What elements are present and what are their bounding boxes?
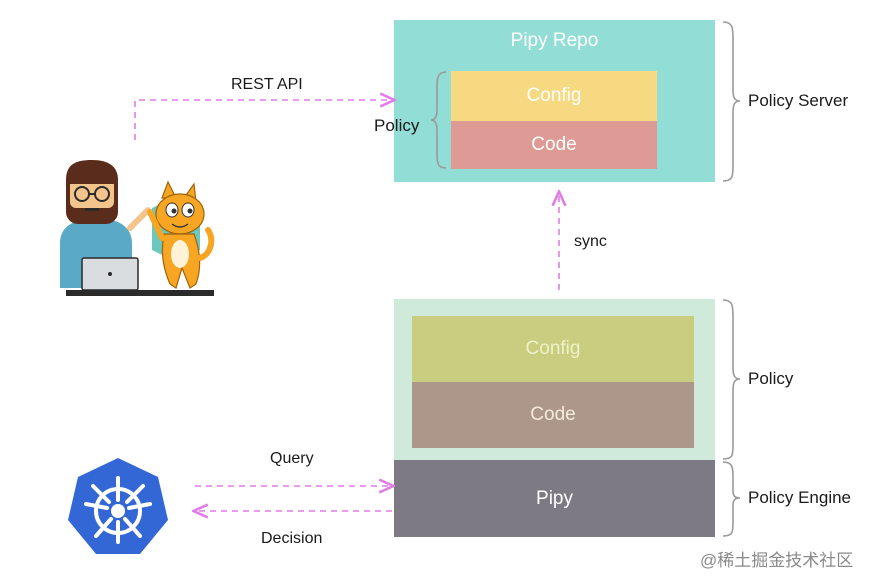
server-config-label: Config [526, 85, 582, 106]
sync-label: sync [574, 233, 607, 250]
policy-engine-label: Policy Engine [748, 488, 852, 507]
developer-icon [60, 160, 215, 296]
policy-server-brace [722, 21, 741, 182]
server-policy-brace [430, 71, 447, 169]
engine-policy-brace [722, 299, 741, 460]
engine-config-label: Config [525, 338, 581, 359]
decision-label: Decision [261, 530, 323, 547]
rest-api-arrow [134, 100, 393, 140]
engine-policy-side-label: Policy [748, 369, 794, 388]
policy-server-label: Policy Server [748, 91, 849, 110]
engine-config-box: Config [412, 316, 694, 382]
server-code-label: Code [531, 134, 577, 155]
server-config-box: Config [451, 71, 657, 121]
pipy-label: Pipy [536, 487, 573, 509]
engine-code-box: Code [412, 382, 694, 448]
watermark: @稀土掘金技术社区 [700, 551, 854, 570]
kubernetes-icon [68, 458, 168, 554]
pipy-box: Pipy [394, 460, 715, 537]
server-code-box: Code [451, 121, 657, 169]
rest-api-label: REST API [231, 76, 303, 93]
pipy-repo-label: Pipy Repo [510, 30, 599, 51]
query-label: Query [270, 450, 314, 467]
engine-code-label: Code [530, 404, 576, 425]
server-policy-label: Policy [374, 116, 420, 135]
policy-engine-brace [722, 461, 741, 537]
